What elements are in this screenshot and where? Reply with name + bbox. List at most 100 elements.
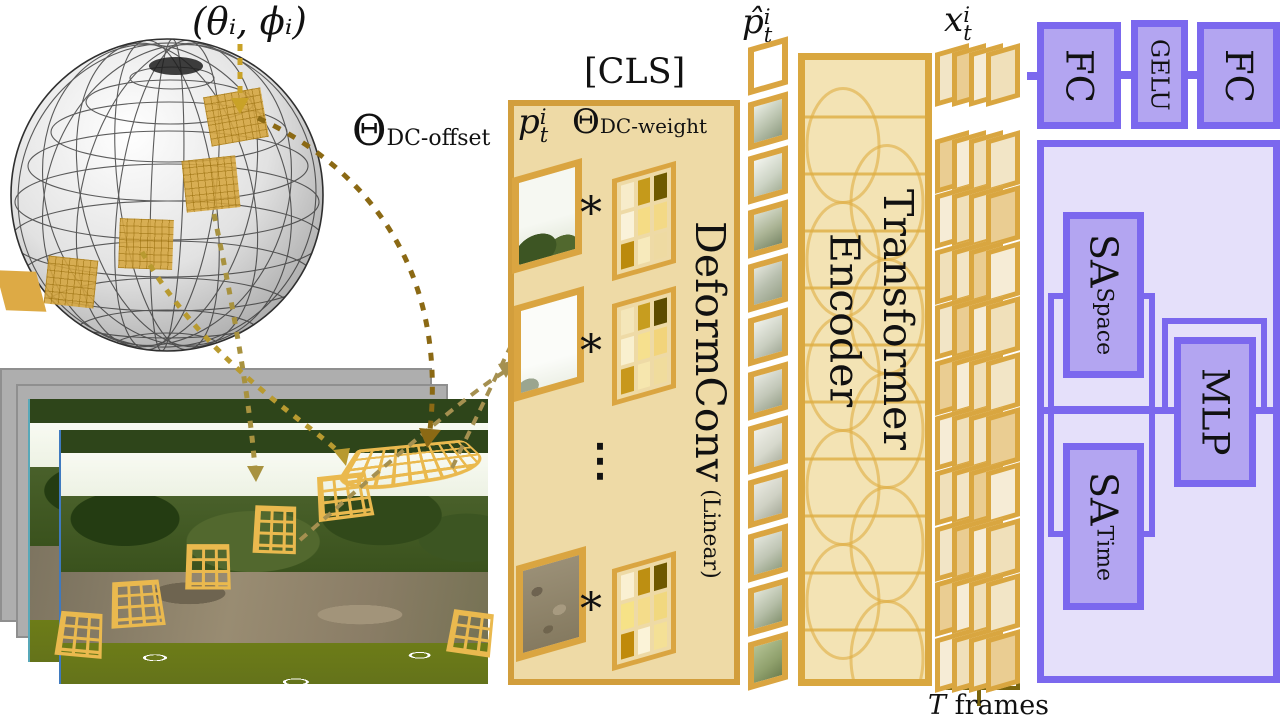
sa-time-label: SATime (1082, 472, 1126, 581)
x-token-frame (986, 43, 1020, 107)
kernel-cell (637, 567, 651, 597)
phat-token (748, 523, 788, 583)
kernel-cell (637, 177, 651, 207)
x-token-frame (986, 240, 1020, 305)
space-time-divider (1040, 407, 1277, 414)
dc-offset-label: ΘDC-offset (352, 106, 490, 155)
sa-space-main: SA (1081, 234, 1126, 288)
x-sub: t (963, 20, 972, 46)
kernel-cell (654, 172, 667, 202)
wire-fc1-gelu (1119, 71, 1133, 79)
sampling-grid-3 (185, 544, 231, 590)
kernel-cell (654, 326, 667, 356)
kernel-cell (637, 206, 651, 236)
mlp-label: MLP (1193, 368, 1237, 456)
gelu-label: GELU (1145, 38, 1174, 111)
kernel-cell (637, 302, 651, 332)
dc-offset-subscript: DC-offset (386, 126, 491, 151)
dc-weight-symbol: Θ (572, 102, 600, 142)
phat-sup: i (763, 3, 771, 29)
kernel-cell (654, 621, 667, 651)
kernel-cell (654, 591, 667, 621)
sa-time-sub: Time (1091, 525, 1117, 582)
sphere-patch-2 (181, 155, 241, 213)
sa-time-main: SA (1081, 471, 1126, 526)
p-sup: i (539, 103, 547, 129)
x-token-frame (986, 185, 1020, 250)
mlp-block: MLP (1174, 337, 1256, 487)
kernel-cell (621, 306, 634, 336)
phat-base: p̂ (742, 2, 764, 42)
p-sub: t (539, 122, 549, 148)
kernel-cell (621, 240, 634, 270)
sa-time-block: SATime (1063, 443, 1144, 610)
kernel-cell (654, 356, 667, 386)
phat-sub: t (763, 22, 773, 48)
x-token-frame (986, 462, 1020, 527)
kernel-cell (621, 630, 634, 660)
convolve-symbol-3: * (580, 584, 602, 635)
phat-token (748, 361, 788, 421)
kernel-cell (637, 331, 651, 361)
phat-token (748, 307, 788, 367)
phat-token (748, 199, 788, 259)
p-base: p (518, 102, 540, 142)
x-token-frame (986, 517, 1020, 582)
t-frames-label: T frames (928, 690, 1049, 720)
pano-banner (61, 643, 488, 684)
kernel-cell (621, 181, 634, 211)
convolve-symbol-1: * (580, 188, 602, 239)
x-token-frame (986, 351, 1020, 416)
fc2-label: FC (1217, 48, 1260, 103)
weight-kernel-3 (612, 550, 676, 672)
kernel-cell (654, 201, 667, 231)
encoder-pattern (805, 87, 925, 679)
sa-space-label: SASpace (1082, 234, 1126, 355)
deformconv-title: DeformConv (Linear) (686, 150, 734, 650)
kernel-cell (621, 571, 634, 601)
transformer-encoder-title: Transformer Encoder (812, 70, 924, 570)
fc1-label: FC (1057, 48, 1101, 103)
t-frames-var: T (928, 690, 947, 720)
x-token-frame (986, 407, 1020, 471)
kernel-cell (654, 297, 667, 327)
patch-image-1 (512, 157, 582, 275)
kernel-cell (637, 596, 651, 626)
kernel-cell (621, 336, 634, 366)
wire-x-to-fc (1027, 72, 1037, 80)
dc-weight-subscript: DC-weight (599, 114, 708, 138)
sampling-grid-4 (252, 505, 297, 555)
sa-space-sub: Space (1091, 287, 1117, 356)
phat-token (748, 415, 788, 475)
convolve-symbol-2: * (580, 326, 602, 377)
sphere-patch-3 (118, 218, 174, 270)
encoder-title-line2: Encoder (820, 232, 869, 408)
dc-weight-label: ΘDC-weight (572, 102, 707, 142)
sphere-patch-1 (203, 87, 269, 147)
deformconv-linear: (Linear) (698, 489, 723, 579)
phat-token (748, 577, 788, 637)
dc-offset-symbol: Θ (352, 106, 387, 155)
rows-ellipsis: ⋮ (578, 435, 622, 486)
x-token-frame (986, 628, 1020, 693)
wire-gelu-fc2 (1186, 71, 1199, 79)
kernel-cell (654, 562, 667, 592)
cls-token-label: [CLS] (584, 52, 686, 92)
phat-token (748, 253, 788, 313)
pano-treeline (30, 399, 488, 423)
x-base: x (944, 0, 964, 40)
fc2-block: FC (1197, 22, 1280, 129)
sphere-pole (149, 57, 203, 75)
weight-kernel-1 (612, 160, 676, 282)
kernel-cell (621, 365, 634, 395)
kernel-cell (654, 231, 667, 261)
kernel-cell (621, 211, 634, 241)
encoder-title-line1: Transformer (874, 189, 922, 451)
t-frames-text: frames (946, 690, 1050, 720)
patch-image-2 (514, 285, 584, 403)
x-sup: i (963, 1, 970, 27)
